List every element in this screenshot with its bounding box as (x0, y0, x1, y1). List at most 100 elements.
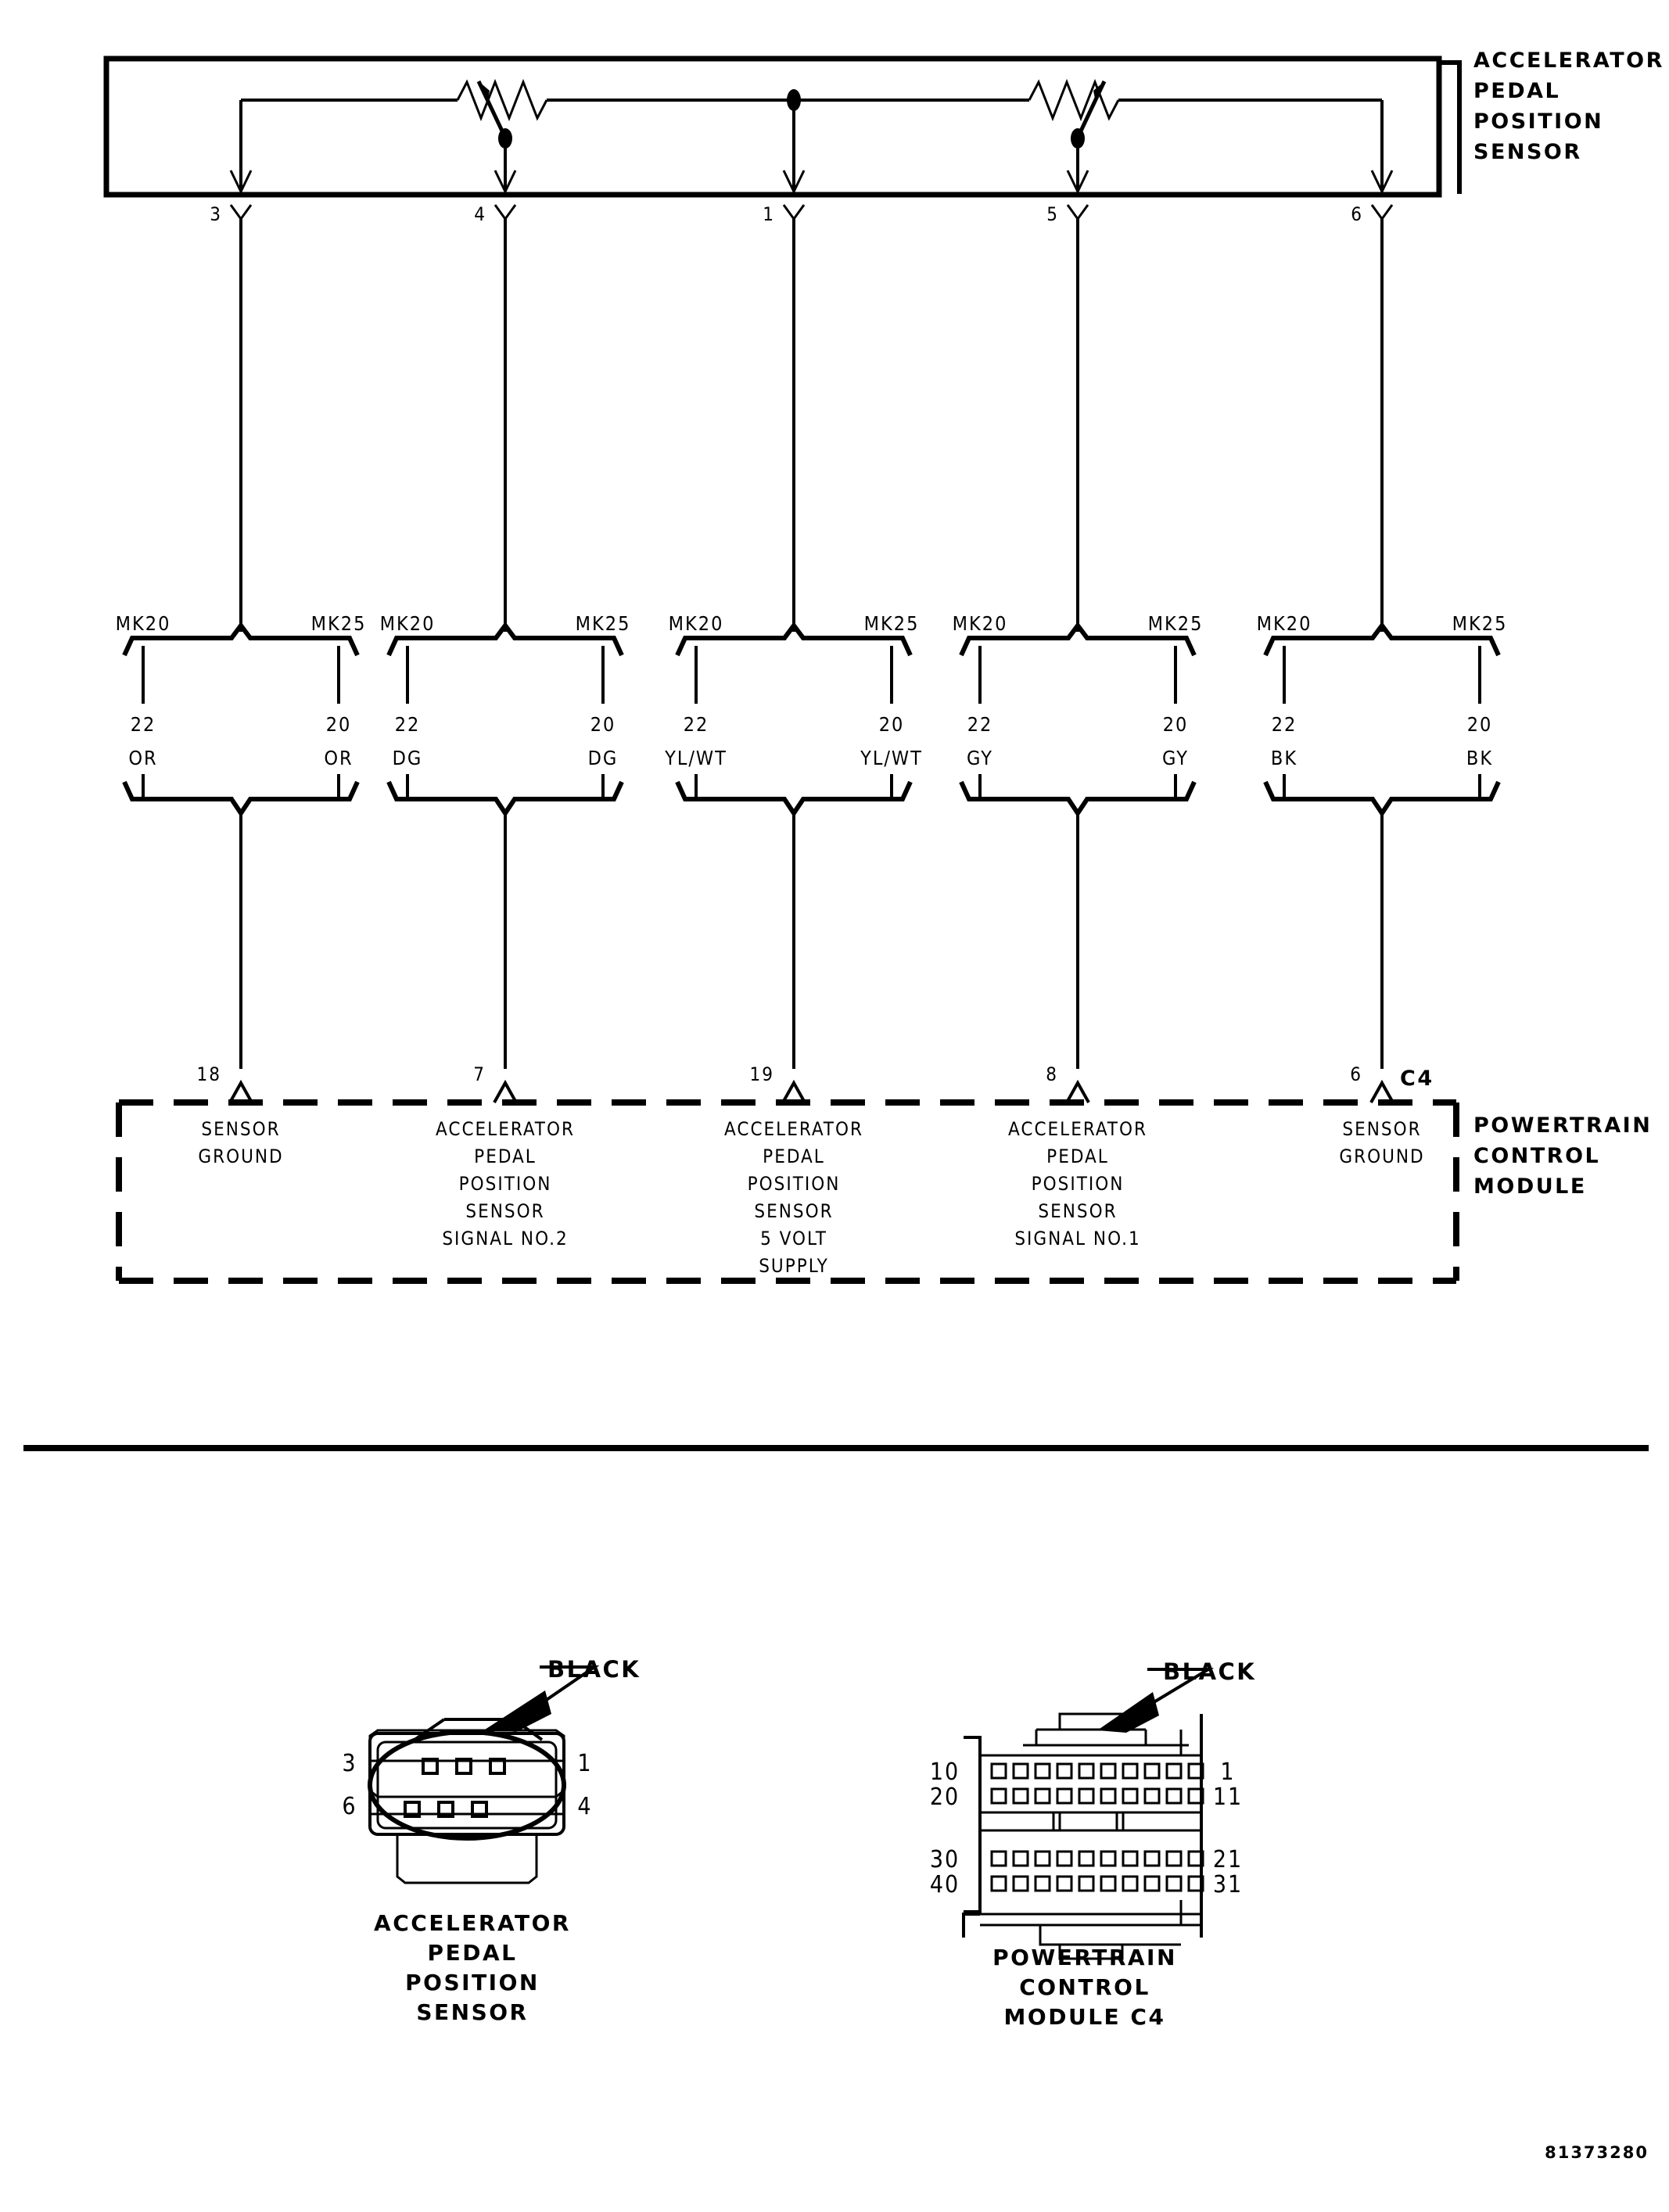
pcm-title-line-0: POWERTRAIN (1473, 1113, 1652, 1138)
figure-id: 81373280 (1545, 2143, 1649, 2162)
sensor-pin-number-3: 5 (1046, 203, 1059, 225)
sensor-outline (103, 56, 1442, 198)
splice-right-connector-label-3: MK25 (1148, 612, 1204, 635)
connector-app-caption-3: SENSOR (416, 1999, 528, 2025)
pcm-label-3-line-3: SENSOR (1038, 1200, 1117, 1222)
pcm-label-2-line-5: SUPPLY (759, 1255, 829, 1277)
splice-bottom-bracket (959, 780, 1197, 818)
pcm-label-2-line-3: SENSOR (754, 1200, 833, 1222)
connector-pcm-caption-0: POWERTRAIN (992, 1945, 1177, 1970)
pcm-title-line-2: MODULE (1473, 1174, 1587, 1199)
pcm-label-0-line-0: SENSOR (201, 1118, 280, 1140)
pcm-label-2-line-1: PEDAL (763, 1145, 825, 1167)
pcm-label-2-line-4: 5 VOLT (760, 1228, 827, 1249)
pcm-label-3-line-4: SIGNAL NO.1 (1014, 1228, 1140, 1249)
connector-pcm-caption-1: CONTROL (1019, 1974, 1150, 2000)
pcm-terminal-labels: SENSOR GROUND ACCELERATOR PEDAL POSITION… (198, 1118, 1423, 1277)
sensor-pin-number-0: 3 (210, 203, 222, 225)
sensor-title-line-2: PEDAL (1473, 79, 1560, 103)
connector-body-app (368, 1718, 565, 1884)
splice-group-2: MK20 MK25 22 YL/WT 20 YL/WT (664, 612, 921, 818)
connector-terminals-pcm (990, 1762, 1204, 1892)
wiper-arrow-1 (479, 81, 490, 102)
splice-right-color-3: GY (1162, 747, 1189, 769)
connector-pcm-left-pin-0: 10 (930, 1758, 960, 1786)
splice-top-bracket (675, 622, 913, 657)
splice-right-connector-label-4: MK25 (1452, 612, 1508, 635)
connector-pcm-caption-2: MODULE C4 (1004, 2004, 1166, 2030)
wiper-dot-1 (498, 128, 512, 149)
sensor-pin-number-4: 6 (1351, 203, 1363, 225)
splice-left-color-0: OR (128, 747, 157, 769)
splice-left-connector-label-1: MK20 (380, 612, 436, 635)
pcm-label-1-line-1: PEDAL (474, 1145, 537, 1167)
connector-app-right-pin-1: 4 (577, 1793, 592, 1820)
wires-upper (239, 219, 1384, 632)
connector-callout-pcm: BLACK (1163, 1658, 1256, 1685)
pcm-label-1-line-2: POSITION (459, 1173, 552, 1195)
splice-right-gauge-0: 20 (326, 713, 352, 736)
splice-left-connector-label-3: MK20 (953, 612, 1008, 635)
pcm-title-line-1: CONTROL (1473, 1144, 1600, 1168)
connector-pcm-left-pin-3: 40 (930, 1871, 960, 1898)
sensor-internal-circuit (239, 78, 1384, 190)
pcm-label-2-line-0: ACCELERATOR (724, 1118, 863, 1140)
callout-leader-app (538, 1665, 600, 1706)
splice-right-gauge-2: 20 (879, 713, 905, 736)
splice-left-gauge-0: 22 (131, 713, 156, 736)
splice-left-connector-label-2: MK20 (669, 612, 724, 635)
connector-terminals-app (404, 1758, 506, 1818)
splice-left-color-2: YL/WT (664, 747, 727, 769)
pcm-label-3-line-0: ACCELERATOR (1008, 1118, 1147, 1140)
connector-view-app-sensor: BLACK (342, 1656, 641, 2025)
splice-group-3: MK20 MK25 22 GY 20 GY (953, 612, 1204, 818)
splice-right-connector-label-0: MK25 (311, 612, 367, 635)
connector-app-left-pin-0: 3 (342, 1750, 357, 1777)
splice-right-color-1: DG (588, 747, 619, 769)
connector-app-caption-1: PEDAL (428, 1940, 518, 1966)
splice-left-connector-label-4: MK20 (1257, 612, 1312, 635)
sensor-title-line-1: ACCELERATOR (1473, 48, 1664, 73)
pcm-label-2-line-2: POSITION (748, 1173, 841, 1195)
connector-callout-app: BLACK (547, 1656, 641, 1683)
splice-top-bracket (386, 622, 624, 657)
pcm-label-3-line-2: POSITION (1032, 1173, 1125, 1195)
connector-pcm-left-pin-1: 20 (930, 1784, 960, 1811)
splice-right-color-0: OR (324, 747, 353, 769)
splice-top-bracket (122, 622, 360, 657)
pcm-pin-number-3: 8 (1046, 1063, 1058, 1085)
connector-pcm-right-pin-0: 1 (1220, 1758, 1235, 1786)
sensor-title-bracket (1439, 60, 1462, 194)
connector-pcm-right-pin-3: 31 (1213, 1871, 1243, 1898)
splice-group-4: MK20 MK25 22 BK 20 BK (1257, 612, 1508, 818)
connector-body-pcm (962, 1712, 1203, 1960)
pcm-label-1-line-3: SENSOR (465, 1200, 544, 1222)
splice-left-gauge-2: 22 (684, 713, 709, 736)
sensor-pin-number-1: 4 (474, 203, 486, 225)
splice-top-bracket (1263, 622, 1501, 657)
sensor-pin-terminals: 3 4 1 5 6 (210, 203, 1394, 225)
splice-left-gauge-1: 22 (395, 713, 421, 736)
pcm-terminals (228, 1079, 1394, 1103)
sensor-title-line-3: POSITION (1473, 109, 1603, 134)
pcm-label-0-line-1: GROUND (198, 1145, 283, 1167)
splice-left-color-4: BK (1271, 747, 1298, 769)
splice-right-connector-label-1: MK25 (576, 612, 631, 635)
splice-left-connector-label-0: MK20 (116, 612, 171, 635)
connector-pcm-right-pin-2: 21 (1213, 1846, 1243, 1873)
app-sensor-block (103, 56, 1462, 198)
sensor-title-line-4: SENSOR (1473, 140, 1582, 164)
connector-cavity-app (368, 1730, 566, 1841)
splice-right-color-4: BK (1466, 747, 1493, 769)
splice-right-gauge-3: 20 (1163, 713, 1189, 736)
splice-bottom-bracket (122, 780, 360, 818)
pcm-pin-number-1: 7 (473, 1063, 486, 1085)
pcm-label-4-line-0: SENSOR (1342, 1118, 1421, 1140)
callout-arrow-app (485, 1690, 551, 1732)
pcm-pin-number-4: 6 (1350, 1063, 1362, 1085)
pcm-pin-number-2: 19 (750, 1063, 774, 1085)
splice-right-gauge-4: 20 (1467, 713, 1493, 736)
splice-group-0: MK20 MK25 22 OR 20 OR (116, 612, 367, 818)
